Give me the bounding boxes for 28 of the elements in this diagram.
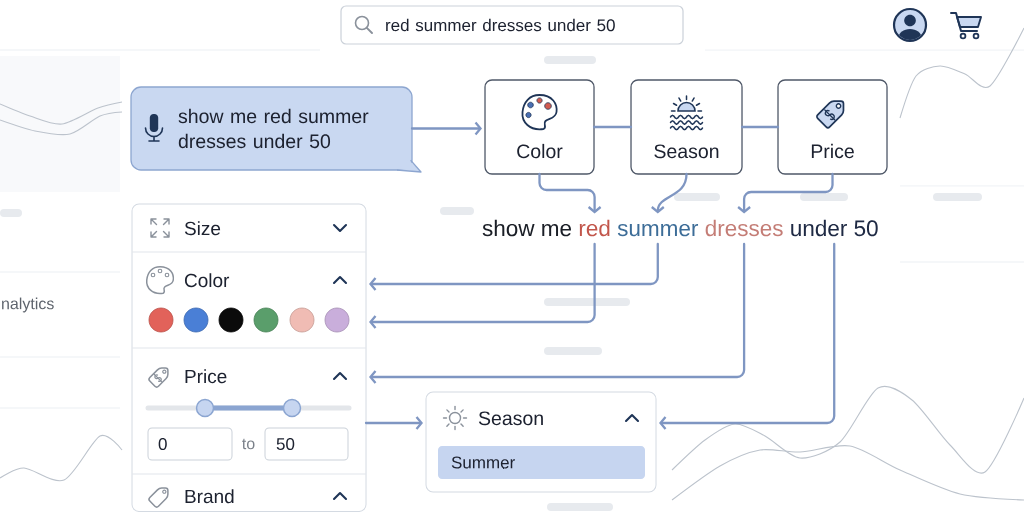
connector-line	[740, 125, 780, 129]
arrow	[369, 242, 746, 384]
sentence-word: under 50	[791, 219, 878, 237]
separator-text: to	[242, 438, 255, 450]
arrow	[737, 172, 834, 214]
sentence-text: show me	[482, 219, 571, 237]
attribute-card: Color	[484, 79, 595, 175]
connector-line	[592, 125, 633, 129]
input-field: 0	[147, 427, 233, 461]
sentence-word: dresses	[705, 219, 783, 237]
arrow	[364, 416, 423, 430]
speech-bubble: show me red summer dresses under 50	[130, 86, 422, 173]
selected-option: Summer	[438, 446, 645, 479]
search-bar: red summer dresses under 50	[340, 5, 684, 45]
arrow	[659, 242, 836, 430]
arrow	[369, 242, 596, 329]
input-field: 50	[264, 427, 349, 461]
filter-section: Color	[131, 273, 367, 349]
arrow	[651, 172, 688, 214]
arrow	[410, 121, 482, 136]
arrow	[369, 242, 659, 291]
nav-label: nalytics	[2, 297, 54, 313]
attribute-card: Price	[777, 79, 888, 175]
filter-section: Brand	[185, 489, 234, 504]
filter-section: Size	[131, 221, 367, 253]
sentence-word: red	[579, 219, 610, 237]
sentence-word: summer	[617, 223, 699, 237]
attribute-card: Season	[630, 79, 743, 175]
